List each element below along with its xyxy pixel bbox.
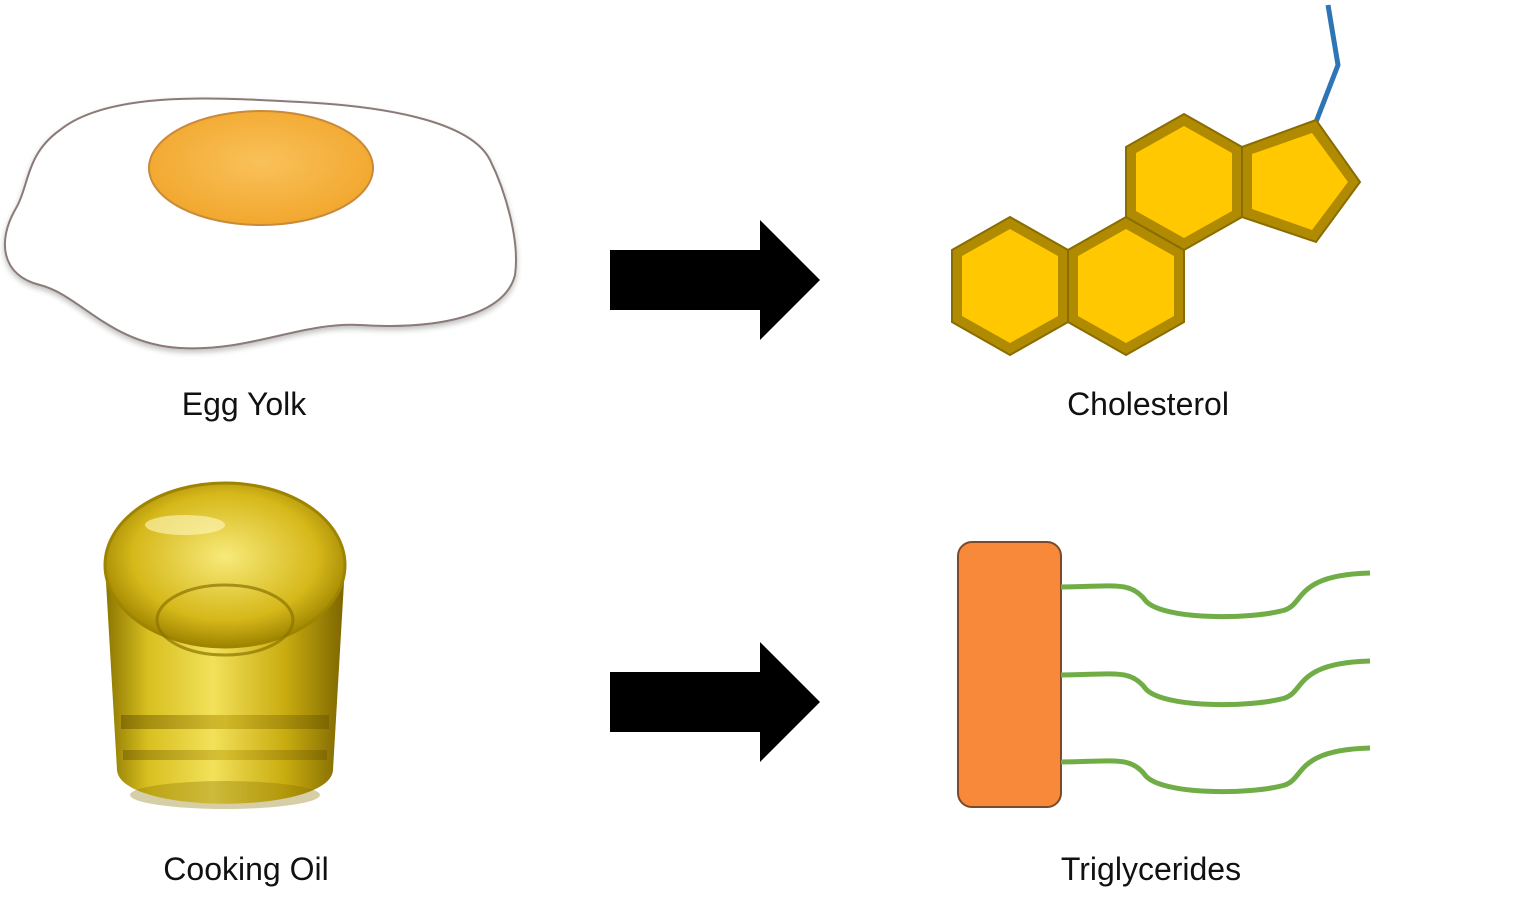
caption-triglycerides: Triglycerides bbox=[1060, 851, 1242, 887]
ring-c bbox=[1125, 112, 1243, 252]
ring-d bbox=[1241, 118, 1362, 244]
glass-rim bbox=[103, 481, 347, 649]
fried-egg-icon bbox=[3, 97, 517, 350]
glycerol-fatty-acid-structure-icon bbox=[957, 541, 1371, 808]
right-arrow-icon bbox=[610, 642, 820, 762]
steroid-ring-structure-icon bbox=[951, 4, 1362, 357]
fatty-acid-chain-2 bbox=[1060, 658, 1371, 708]
right-arrow-icon bbox=[610, 220, 820, 340]
caption-cholesterol: Cholesterol bbox=[1067, 386, 1229, 422]
caption-cooking-oil: Cooking Oil bbox=[163, 851, 329, 887]
caption-egg-yolk: Egg Yolk bbox=[181, 386, 307, 422]
egg-yolk bbox=[148, 110, 374, 226]
fatty-acid-chain-3 bbox=[1060, 745, 1371, 795]
fatty-acid-chain-1 bbox=[1060, 570, 1371, 620]
glycerol-backbone bbox=[957, 541, 1062, 808]
oil-glass-icon bbox=[103, 481, 347, 809]
ring-a bbox=[951, 215, 1069, 357]
side-chain bbox=[1313, 4, 1341, 123]
